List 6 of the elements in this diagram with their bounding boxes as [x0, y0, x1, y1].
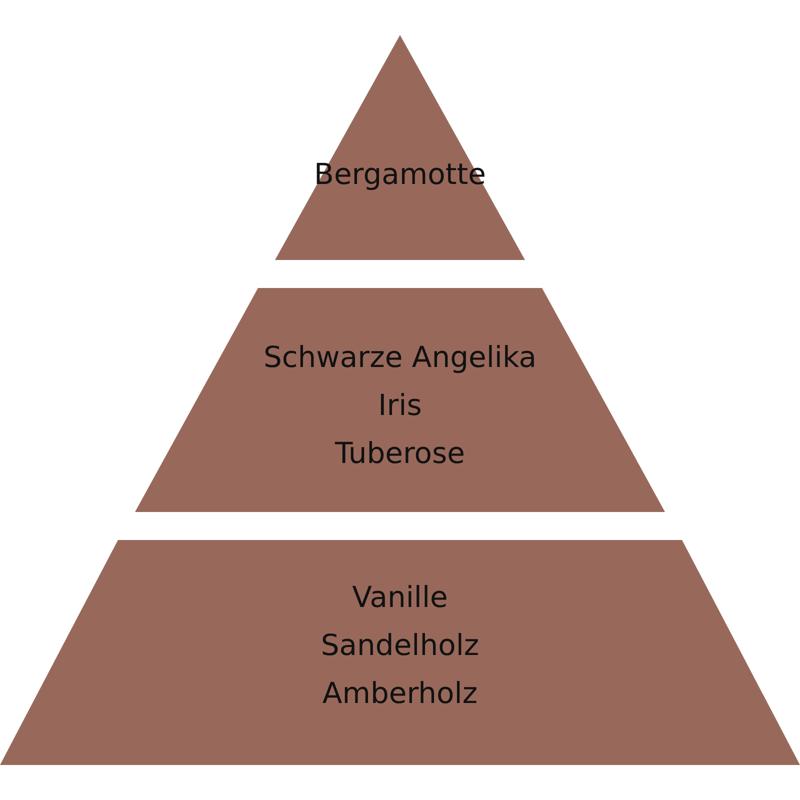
note-label: Amberholz	[322, 675, 478, 712]
note-label: Iris	[378, 387, 422, 424]
note-label: Vanille	[352, 579, 448, 616]
note-label: Schwarze Angelika	[263, 339, 537, 376]
note-label: Tuberose	[335, 435, 465, 472]
note-label: Sandelholz	[320, 627, 480, 664]
